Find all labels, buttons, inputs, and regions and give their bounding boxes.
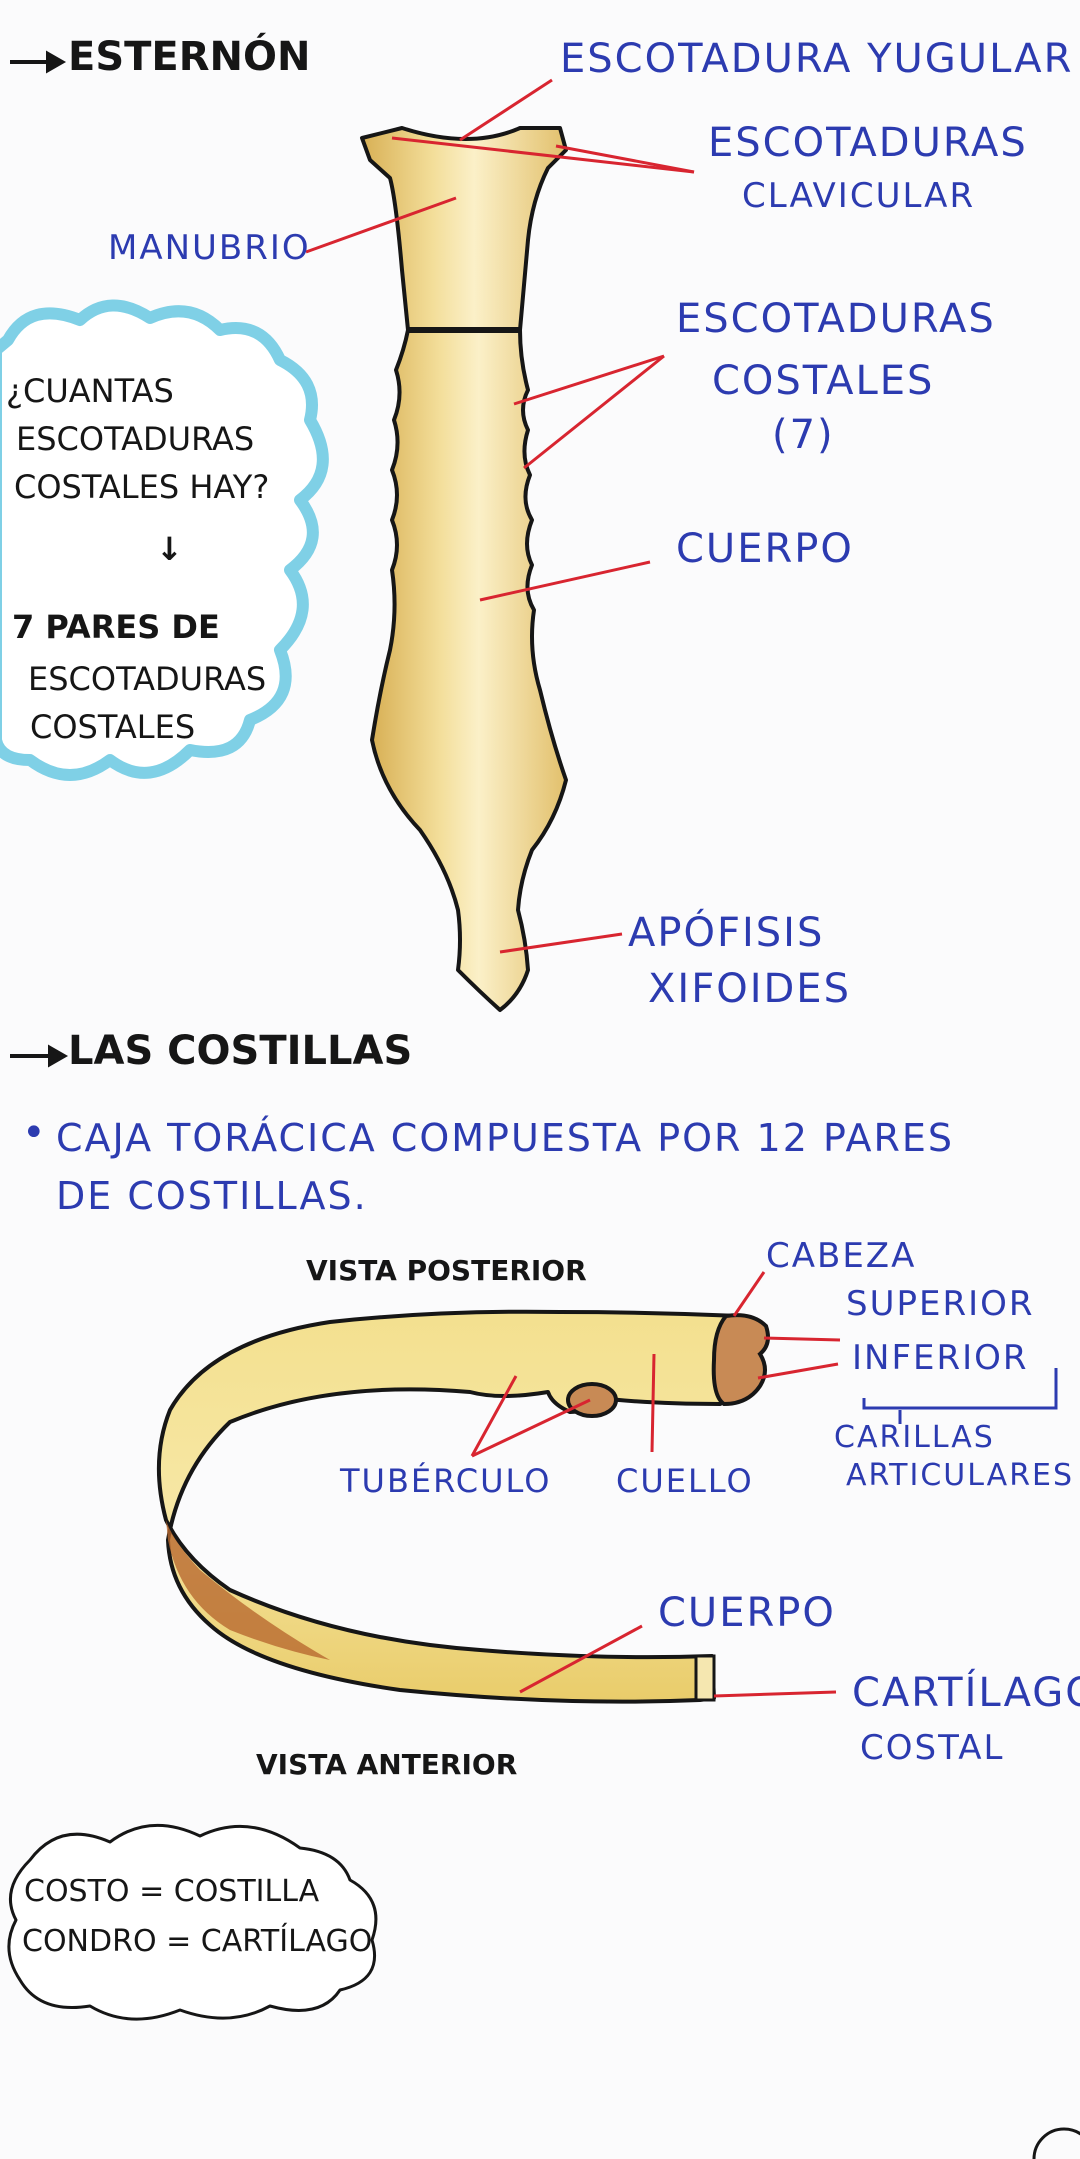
label-xiphoid-2: XIFOIDES — [648, 966, 851, 1012]
sternum-body-shape — [370, 328, 568, 1012]
glossary-cloud-shape — [7, 1823, 378, 2021]
question-cloud-shape — [0, 299, 329, 781]
rib-shadow — [166, 1520, 330, 1660]
heading-arrow-icon-sternum — [10, 50, 67, 74]
sternum-pointer-lines — [305, 78, 695, 954]
label-rib-tubercle: TUBÉRCULO — [340, 1462, 552, 1500]
glossary-line1: COSTO = COSTILLA — [24, 1874, 320, 1909]
cloud-down-arrow-icon: ↓ — [156, 530, 183, 568]
label-xiphoid-1: APÓFISIS — [628, 910, 825, 956]
label-rib-superior: SUPERIOR — [846, 1284, 1035, 1324]
label-rib-neck: CUELLO — [616, 1462, 754, 1500]
label-articular-facets-1: CARILLAS — [834, 1420, 995, 1455]
label-manubrium: MANUBRIO — [108, 228, 311, 268]
rib-head-shape — [711, 1313, 770, 1407]
costal-cartilage-end — [694, 1654, 716, 1702]
label-view-anterior: VISTA ANTERIOR — [256, 1748, 518, 1781]
cloud-question-line1: ¿CUANTAS — [6, 372, 174, 410]
label-costal-cartilage-2: COSTAL — [860, 1728, 1005, 1768]
label-view-posterior: VISTA POSTERIOR — [306, 1254, 587, 1287]
cloud-question-line2: ESCOTADURAS — [16, 420, 255, 458]
label-clavicular-notches-2: CLAVICULAR — [742, 176, 976, 216]
rib-pointer-lines — [470, 1271, 841, 1698]
label-costal-notches-1: ESCOTADURAS — [676, 296, 996, 342]
label-costal-notches-2: COSTALES — [712, 358, 935, 404]
cloud-question-line3: COSTALES HAY? — [14, 468, 270, 506]
ribs-note-line1: CAJA TORÁCICA COMPUESTA POR 12 PARES — [56, 1116, 954, 1160]
label-rib-inferior: INFERIOR — [852, 1338, 1029, 1378]
label-costal-cartilage-1: CARTÍLAGO — [852, 1670, 1080, 1716]
label-rib-body: CUERPO — [658, 1590, 836, 1636]
page-corner-mark — [1032, 2127, 1080, 2159]
label-rib-head: CABEZA — [766, 1236, 917, 1276]
cloud-answer-line1: 7 PARES DE — [12, 608, 220, 646]
ribs-heading: LAS COSTILLAS — [68, 1028, 413, 1074]
facets-bracket — [862, 1368, 1058, 1410]
rib-shape — [156, 1309, 762, 1704]
label-jugular-notch: ESCOTADURA YUGULAR — [560, 36, 1074, 82]
ribs-note-line2: DE COSTILLAS. — [56, 1174, 368, 1218]
label-sternum-body: CUERPO — [676, 526, 854, 572]
heading-arrow-icon-ribs — [10, 1044, 69, 1068]
cloud-answer-line3: COSTALES — [30, 708, 196, 746]
label-costal-notches-3: (7) — [772, 412, 835, 458]
rib-tubercle-shape — [566, 1382, 618, 1418]
glossary-line2: CONDRO = CARTÍLAGO — [22, 1924, 373, 1959]
ribs-note-bullet: • — [22, 1110, 48, 1156]
label-articular-facets-2: ARTICULARES — [846, 1458, 1075, 1493]
cloud-answer-line2: ESCOTADURAS — [28, 660, 267, 698]
label-clavicular-notches-1: ESCOTADURAS — [708, 120, 1028, 166]
manubrium-shape — [360, 126, 568, 332]
sternum-heading: ESTERNÓN — [68, 34, 311, 80]
